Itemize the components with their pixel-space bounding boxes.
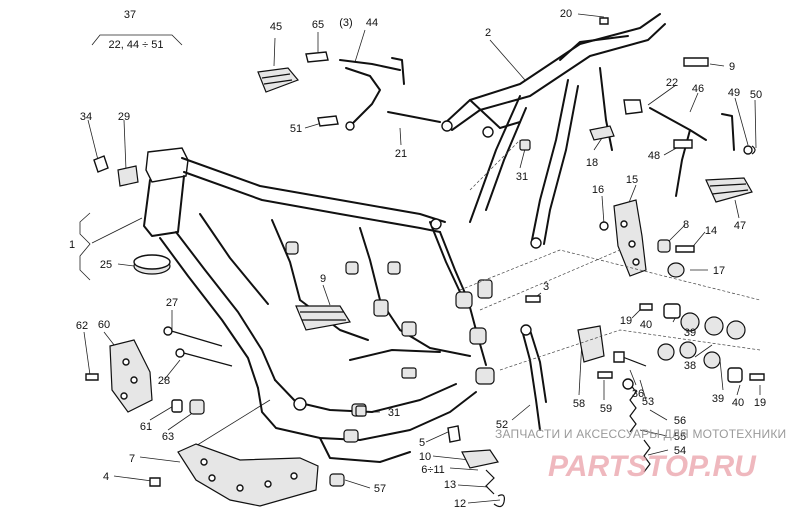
callout-60: 60 [98,319,110,331]
callout-37-sub: 22, 44 ÷ 51 [109,39,164,51]
callout-13: 13 [444,479,456,491]
watermark-logo: PARTSTOP.RU [548,450,757,483]
callout-31-bottom: 31 [388,407,400,419]
callout-7: 7 [129,453,135,465]
callout-21: 21 [395,148,407,160]
callout-34: 34 [80,111,92,123]
callout-31-top: 31 [516,171,528,183]
callout-50: 50 [750,89,762,101]
callout-51: 51 [290,123,302,135]
callout-37: 37 [124,9,136,21]
callout-59: 59 [600,403,612,415]
watermark: ЗАПЧАСТИ И АКСЕССУАРЫ ДЛЯ МОТОТЕХНИКИ PA… [495,427,786,483]
callout-39-lower: 39 [712,393,724,405]
small-parts [85,17,765,508]
dashed-guides [459,139,761,371]
callout-28: 28 [158,375,170,387]
callout-2: 2 [485,27,491,39]
callout-61: 61 [140,421,152,433]
callout-52: 52 [496,419,508,431]
callout-65: 65 [312,19,324,31]
callout-38: 38 [684,360,696,372]
callout-48: 48 [648,150,660,162]
callout-16: 16 [592,184,604,196]
callout-19-upper: 19 [620,315,632,327]
callout-57: 57 [374,483,386,495]
callout-63: 63 [162,431,174,443]
callout-1: 1 [69,239,75,251]
callout-55: 55 [674,431,686,443]
right-footpeg-assembly [623,57,756,203]
callout-40-upper: 40 [640,319,652,331]
watermark-tagline: ЗАПЧАСТИ И АКСЕССУАРЫ ДЛЯ МОТОТЕХНИКИ [495,427,786,441]
callout-45: 45 [270,21,282,33]
callout-44: 44 [366,17,378,29]
callout-12: 12 [454,498,466,510]
callout-49: 49 [728,87,740,99]
callout-62: 62 [76,320,88,332]
callout-19-lower: 19 [754,397,766,409]
callout-56: 56 [674,415,686,427]
callout-18: 18 [586,157,598,169]
callout-6-11: 6÷11 [421,464,445,476]
callout-46: 46 [692,83,704,95]
callout-9-top: 9 [729,61,735,73]
callout-9-mid: 9 [320,273,326,285]
callout-4: 4 [103,471,109,483]
callout-15: 15 [626,174,638,186]
callout-8: 8 [683,219,689,231]
callout-53: 53 [642,396,654,408]
callout-40-lower: 40 [732,397,744,409]
callout-5: 5 [419,437,425,449]
main-frame [143,147,495,463]
callout-25: 25 [100,259,112,271]
callout-27: 27 [166,297,178,309]
callout-54: 54 [674,445,686,457]
rear-subframe [441,13,666,249]
callout-17: 17 [713,265,725,277]
callout-3: 3 [543,281,549,293]
callout-20: 20 [560,8,572,20]
callout-58: 58 [573,398,585,410]
callout-22: 22 [666,77,678,89]
callout-47: 47 [734,220,746,232]
callout-3-paren: (3) [339,17,352,29]
left-footpeg-assembly [257,51,441,131]
callout-labels: 37 22, 44 ÷ 51 45 65 (3) 44 2 20 9 22 46… [69,8,766,510]
callout-39-upper: 39 [684,327,696,339]
callout-10: 10 [419,451,431,463]
callout-29: 29 [118,111,130,123]
callout-36: 36 [632,388,644,400]
callout-14: 14 [705,225,717,237]
